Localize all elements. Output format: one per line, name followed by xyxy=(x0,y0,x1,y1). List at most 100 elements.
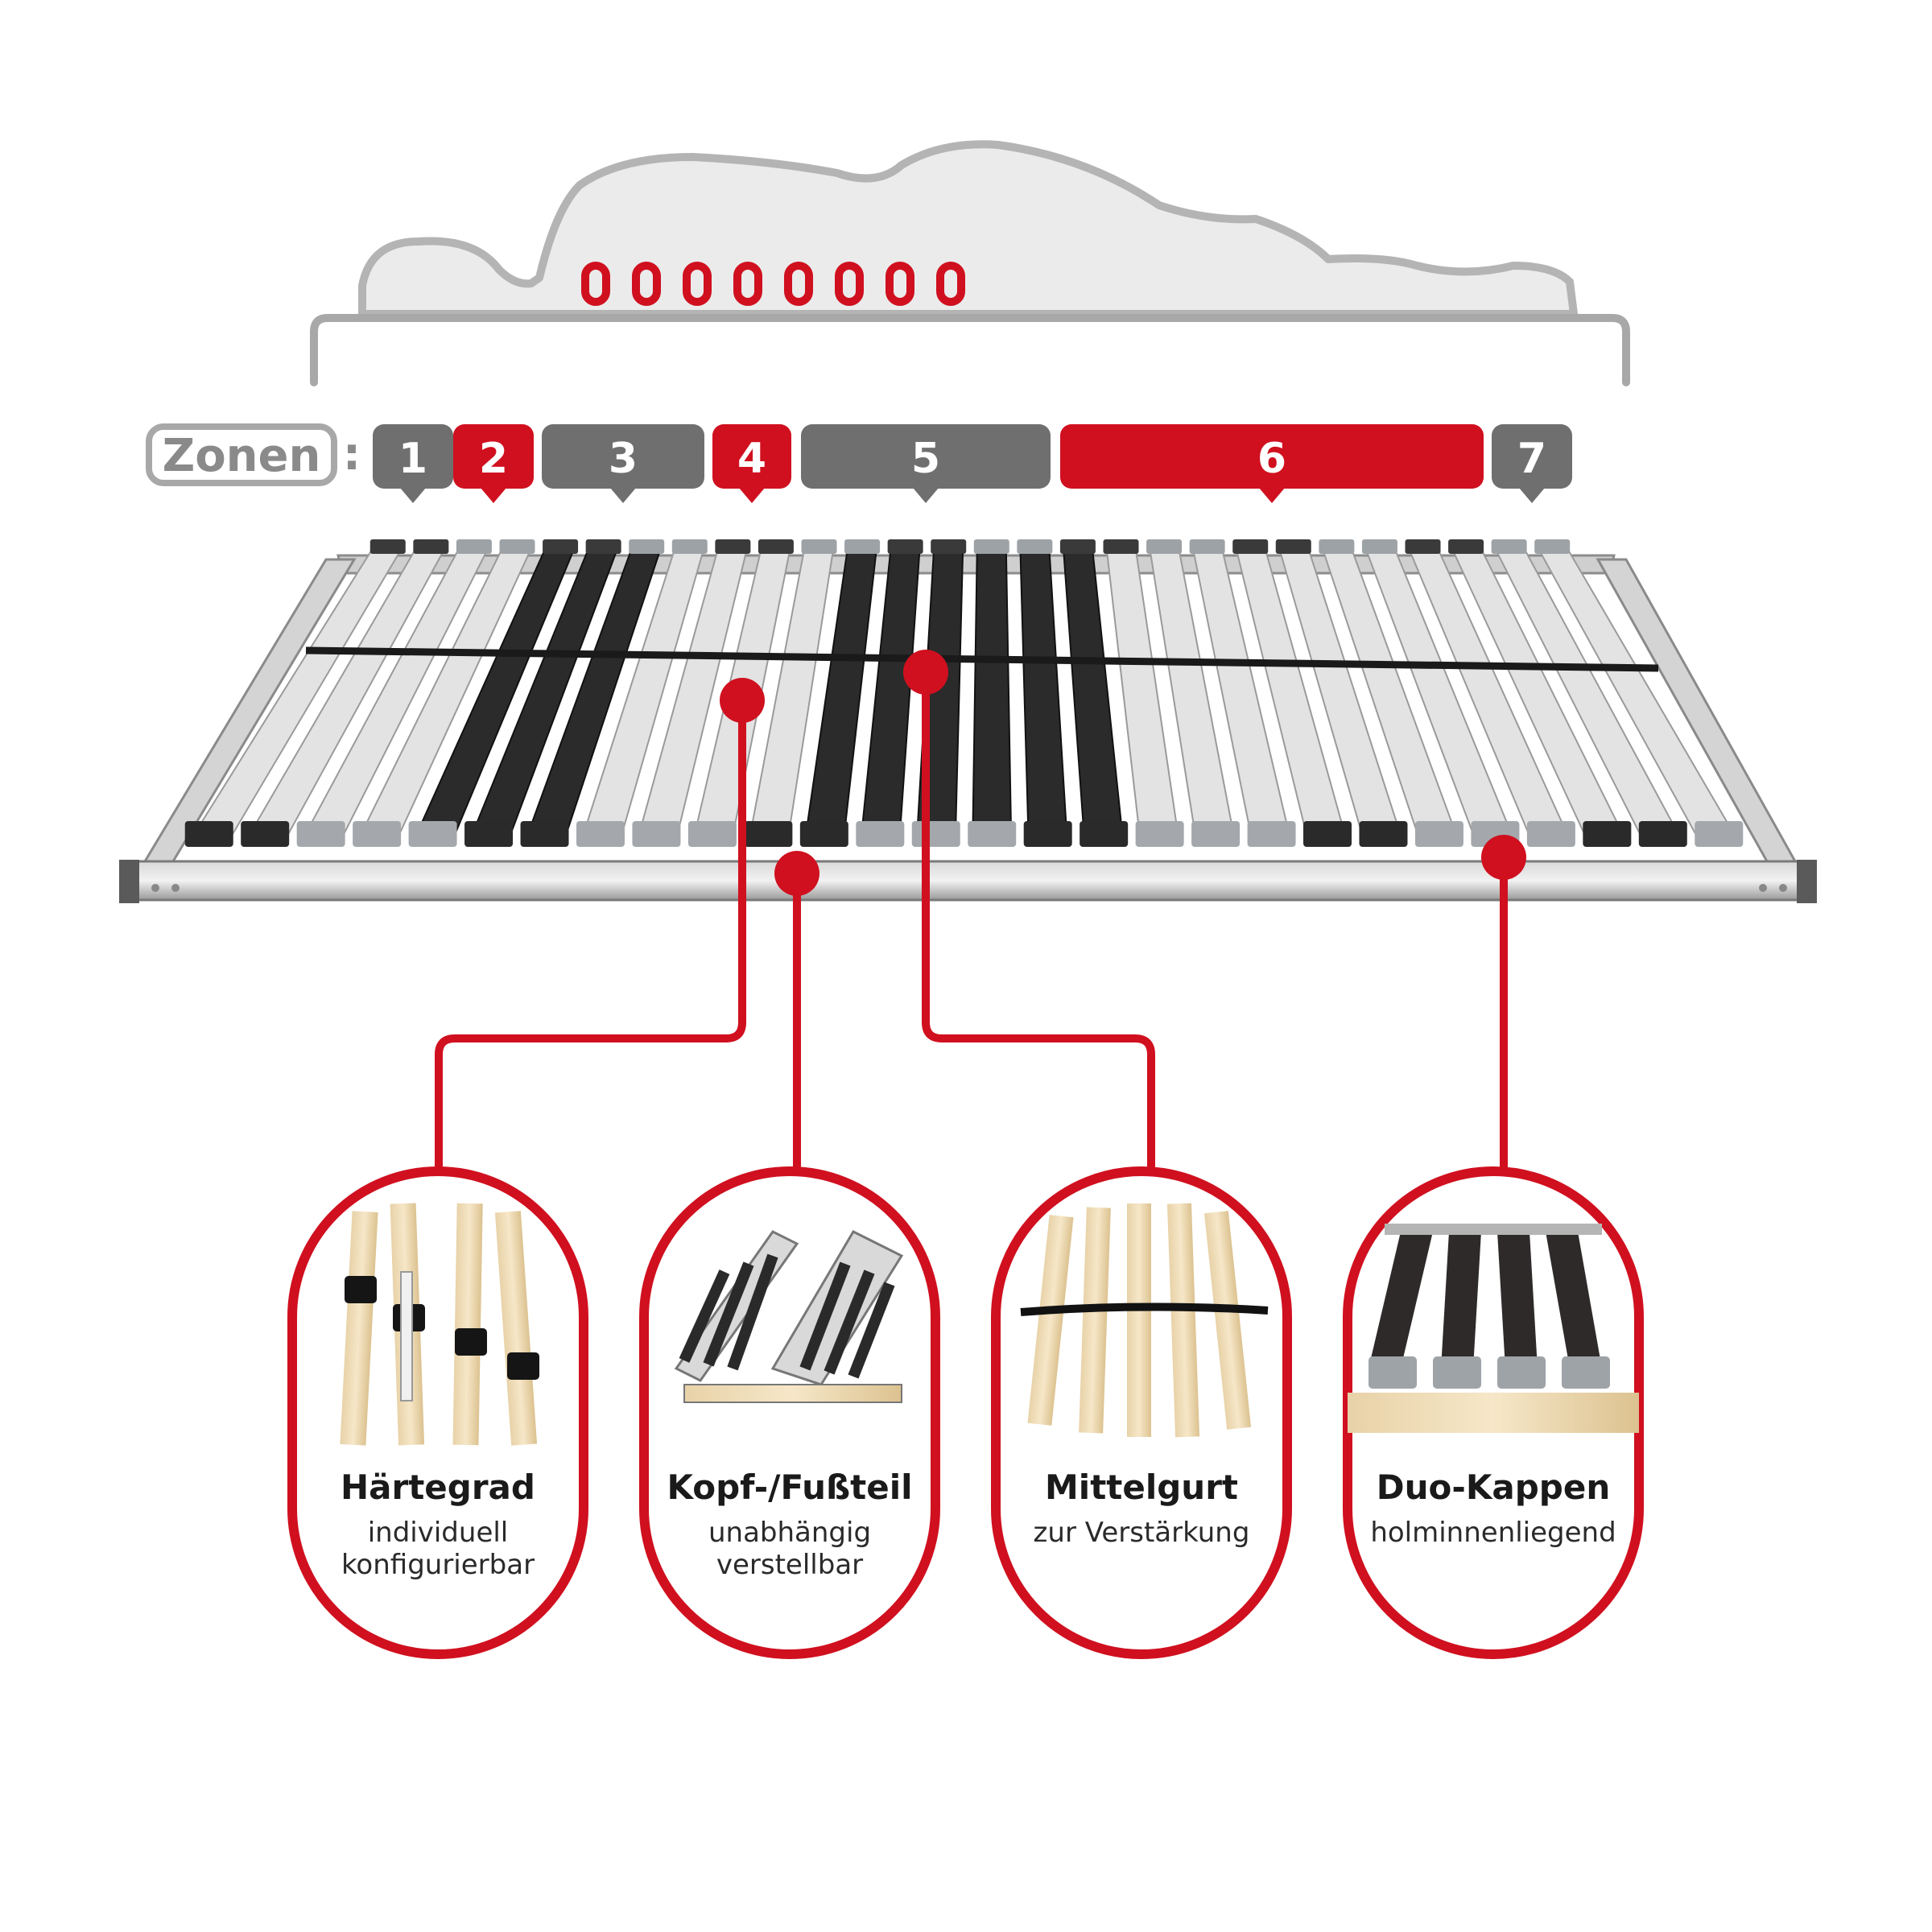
feature-subtitle: holminnenliegend xyxy=(1370,1517,1616,1549)
slat-cap xyxy=(1232,539,1269,554)
feature-kopf-fussteil: Kopf-/Fußteil unabhängig verstellbar xyxy=(639,1166,940,1659)
pressure-point xyxy=(886,262,914,306)
mattress-outline xyxy=(310,314,1630,386)
pressure-points xyxy=(581,262,965,306)
pressure-point xyxy=(784,262,813,306)
slat-cap xyxy=(1695,821,1744,847)
slat xyxy=(1019,547,1068,842)
body-silhouette xyxy=(310,140,1630,386)
pressure-point xyxy=(581,262,610,306)
pressure-point xyxy=(835,262,864,306)
slat-cap xyxy=(1275,539,1311,554)
slat-cap xyxy=(1023,821,1072,847)
slat-cap xyxy=(1448,539,1484,554)
feature-duo-kappen: Duo-Kappen holminnenliegend xyxy=(1343,1166,1644,1659)
duo-kappen-image xyxy=(1348,1224,1639,1433)
slat-cap xyxy=(543,539,579,554)
slat-cap xyxy=(744,821,793,847)
slat-cap xyxy=(408,821,457,847)
slat-cap xyxy=(973,539,1009,554)
slat-cap xyxy=(369,539,406,554)
zone-number: 4 xyxy=(737,435,766,483)
pressure-point xyxy=(683,262,712,306)
feature-subtitle: unabhängig xyxy=(708,1517,871,1549)
slat-cap xyxy=(1017,539,1053,554)
slat-cap xyxy=(844,539,881,554)
zones-legend: Zonen : xyxy=(146,423,361,486)
slat-cap xyxy=(1405,539,1441,554)
slat-cap xyxy=(499,539,535,554)
slat-cap xyxy=(413,539,449,554)
zone-tag-6: 6 xyxy=(1060,424,1484,503)
feature-title: Mittelgurt xyxy=(1045,1468,1238,1507)
slat-cap xyxy=(1534,539,1571,554)
slat-cap xyxy=(1135,821,1184,847)
slat-cap xyxy=(1526,821,1575,847)
zone-number: 2 xyxy=(479,435,508,483)
slat-cap xyxy=(687,821,737,847)
zone-number: 3 xyxy=(609,435,638,483)
pressure-point xyxy=(936,262,965,306)
slat-cap xyxy=(585,539,621,554)
frame-front-endcap-right xyxy=(1797,860,1817,903)
feature-capsule xyxy=(287,1166,588,1659)
feature-subtitle: konfigurierbar xyxy=(341,1549,535,1581)
feature-subtitle: individuell xyxy=(368,1517,509,1549)
slat-cap xyxy=(629,539,665,554)
frame-screw xyxy=(151,884,159,892)
slats xyxy=(184,539,1744,847)
haertegrad-image xyxy=(340,1203,539,1446)
slat-cap xyxy=(1583,821,1632,847)
slat-cap xyxy=(1247,821,1296,847)
zone-number: 1 xyxy=(398,435,427,483)
feature-subtitle: zur Verstärkung xyxy=(1034,1517,1250,1549)
callout-dot-duo-kappen xyxy=(1481,835,1526,880)
slat-cap xyxy=(456,539,492,554)
slat-cap xyxy=(1638,821,1687,847)
slat-cap xyxy=(1080,821,1129,847)
feature-title: Kopf-/Fußteil xyxy=(667,1468,912,1507)
slat-cap xyxy=(464,821,514,847)
zone-tag-7: 7 xyxy=(1492,424,1572,503)
zone-tags: 1 2 3 4 5 6 7 xyxy=(373,424,1572,503)
zone-tag-3: 3 xyxy=(542,424,704,503)
zonen-badge xyxy=(146,423,337,486)
callout-dot-mittelgurt xyxy=(903,650,948,695)
kopf-fussteil-image xyxy=(674,1230,904,1403)
frame-front-endcap-left xyxy=(119,860,139,903)
slatted-frame xyxy=(119,539,1817,903)
zone-number: 5 xyxy=(911,435,940,483)
slat-cap xyxy=(1491,539,1527,554)
pressure-point xyxy=(632,262,661,306)
zone-tag-1: 1 xyxy=(373,424,453,503)
feature-title: Härtegrad xyxy=(341,1468,535,1507)
feature-title: Duo-Kappen xyxy=(1377,1468,1610,1507)
callout-line-mittelgurt xyxy=(922,672,1155,1171)
slat-cap xyxy=(1319,539,1355,554)
pressure-point xyxy=(733,262,762,306)
callout-connectors xyxy=(435,672,1508,1171)
zonen-label: Zonen xyxy=(163,430,321,482)
slat-cap xyxy=(799,821,848,847)
slat-cap xyxy=(715,539,751,554)
slat-cap xyxy=(1059,539,1096,554)
slat-cap xyxy=(856,821,905,847)
slat-cap xyxy=(1361,539,1397,554)
feature-mittelgurt: Mittelgurt zur Verstärkung xyxy=(991,1166,1292,1659)
slat-cap xyxy=(911,821,960,847)
slat-cap xyxy=(1146,539,1183,554)
zonen-separator: : xyxy=(343,428,361,481)
slat-cap xyxy=(887,539,923,554)
slat-cap xyxy=(1303,821,1352,847)
frame-front-rail xyxy=(119,860,1817,902)
zone-number: 6 xyxy=(1257,435,1286,483)
callout-dots xyxy=(720,650,1526,896)
slat-cap xyxy=(758,539,794,554)
slat-cap xyxy=(576,821,625,847)
slat-cap xyxy=(931,539,967,554)
middle-belt xyxy=(305,646,1659,672)
zone-tag-4: 4 xyxy=(712,424,791,503)
zone-tag-5: 5 xyxy=(801,424,1051,503)
frame-screw xyxy=(1759,884,1767,892)
